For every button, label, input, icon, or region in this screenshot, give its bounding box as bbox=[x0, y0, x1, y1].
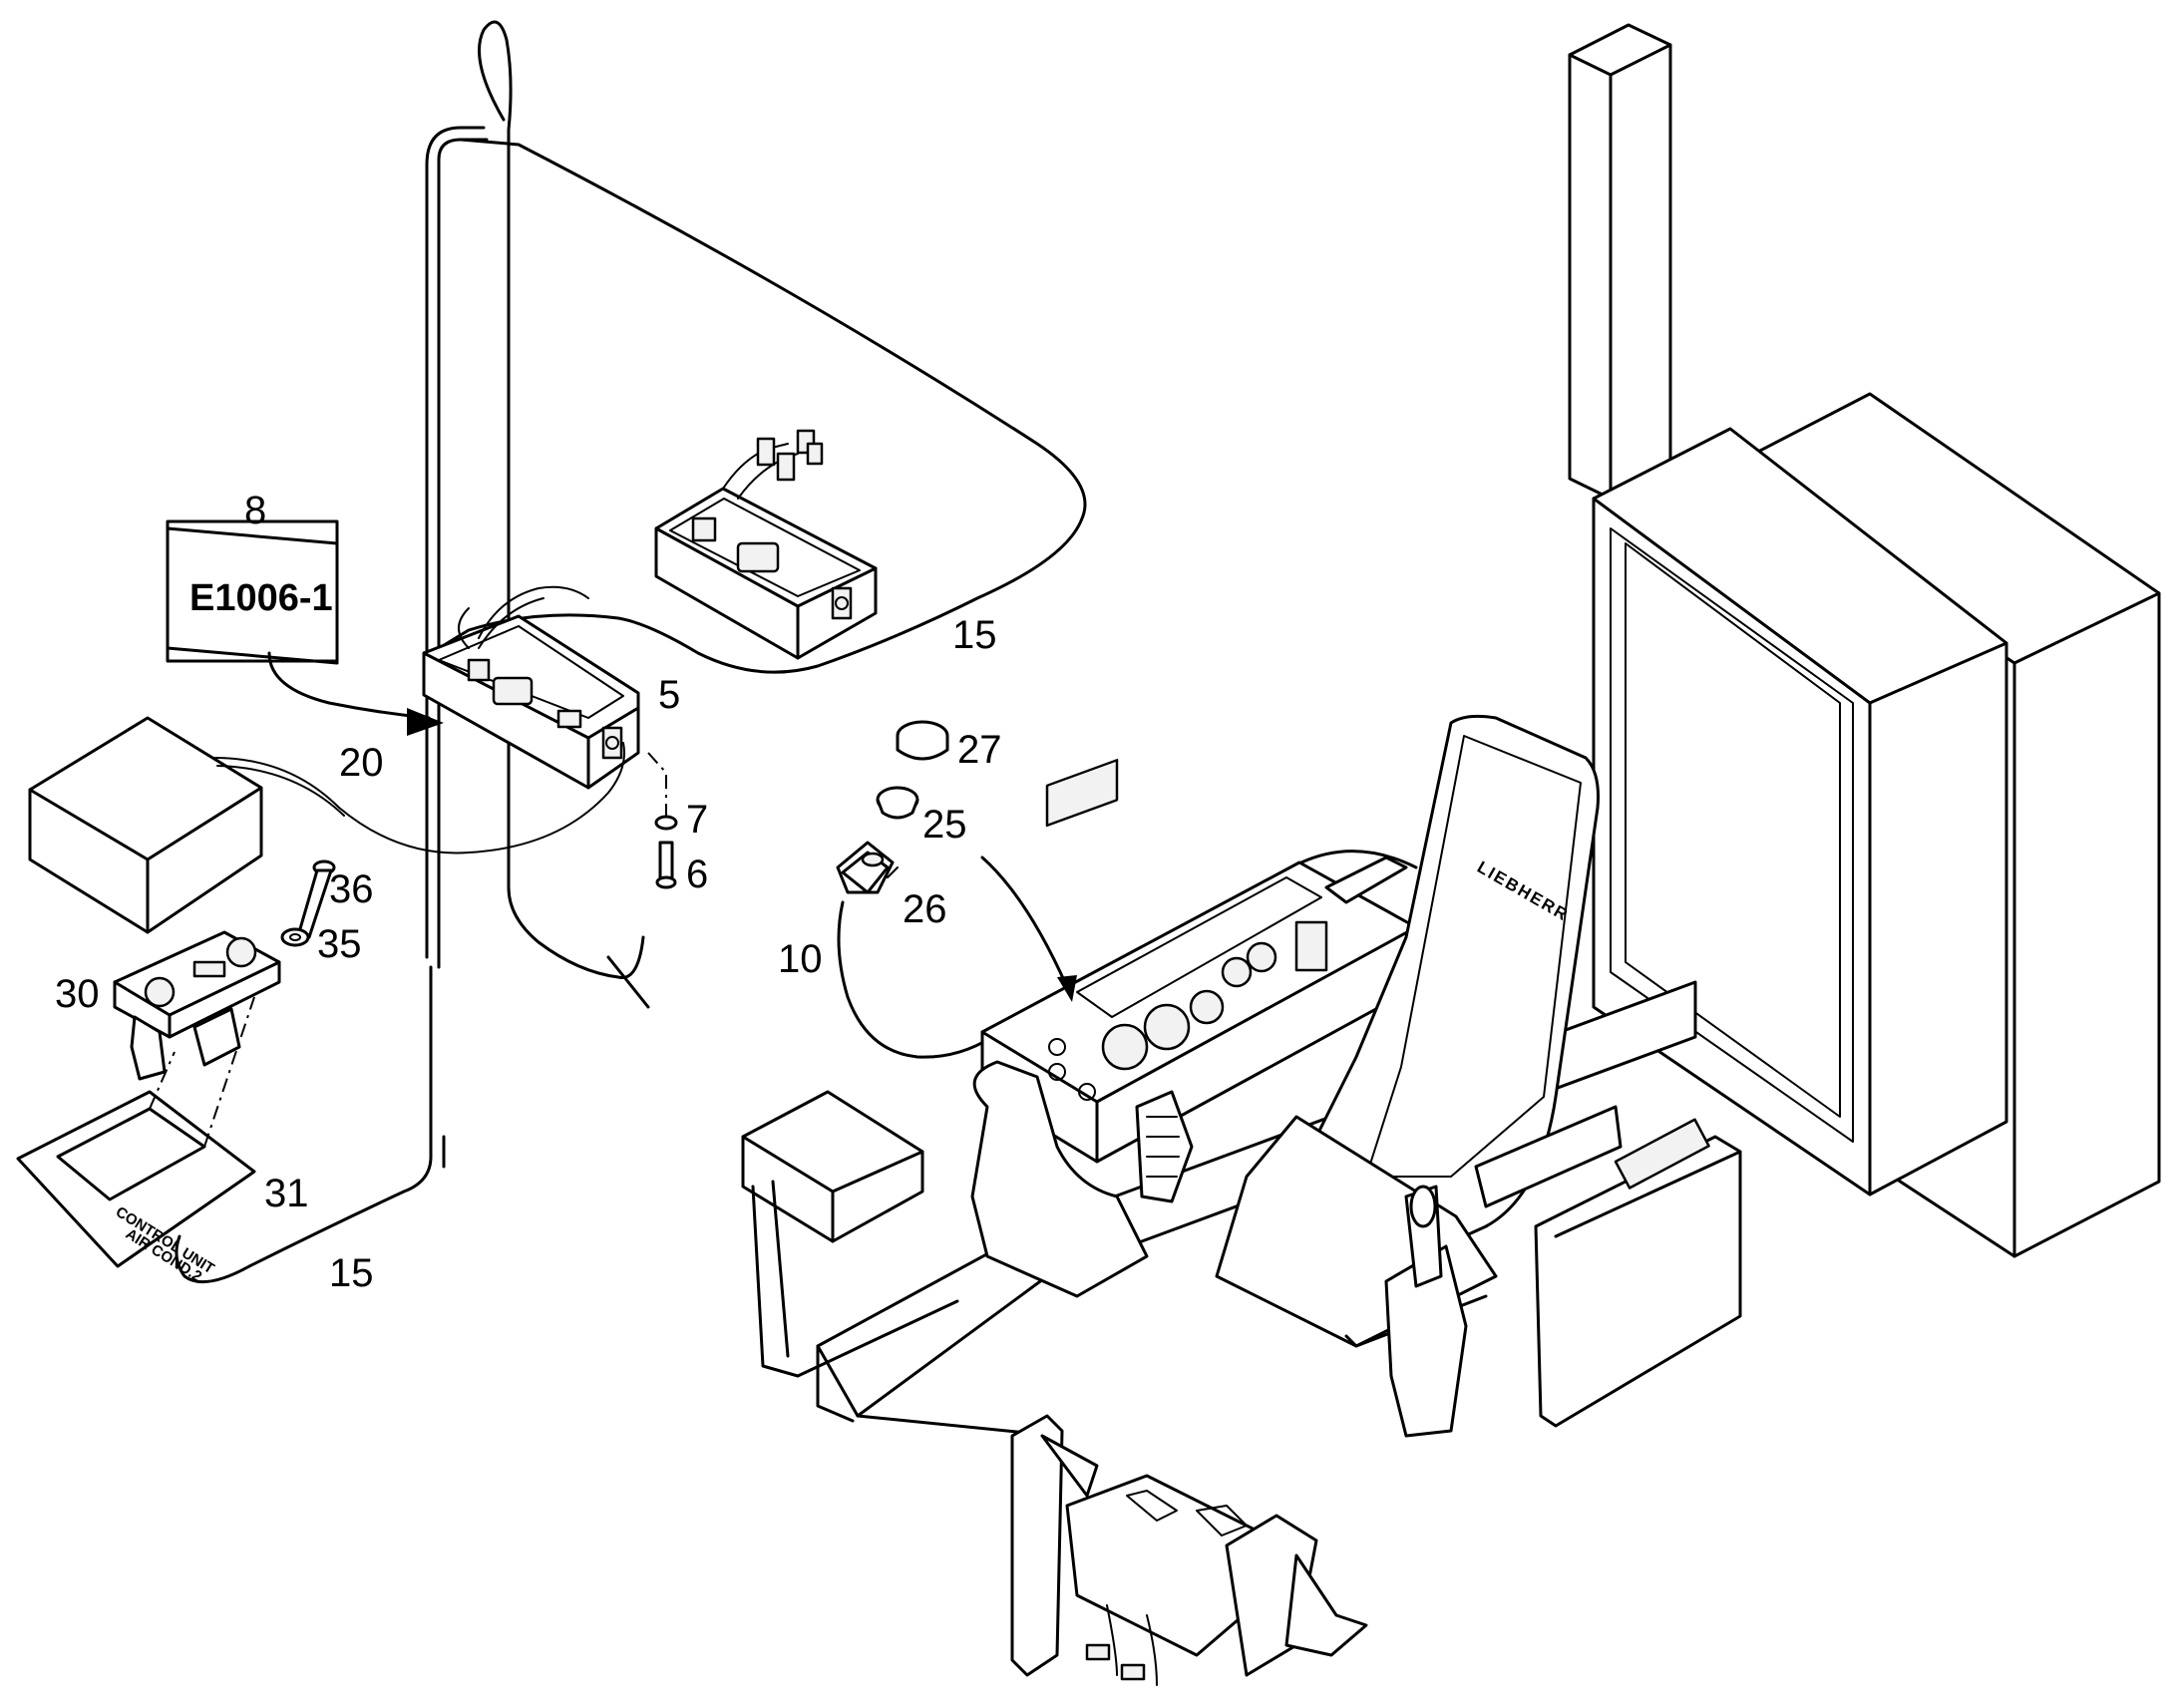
button-cap-27 bbox=[896, 720, 949, 761]
reference-label-text: E1006-1 bbox=[189, 577, 333, 619]
callout-20: 20 bbox=[339, 741, 384, 785]
callout-25: 25 bbox=[922, 803, 967, 847]
reference-label-8: E1006-1 bbox=[166, 519, 444, 736]
cable-harness-15-upper bbox=[422, 20, 1087, 1009]
rear-electrical-cabinet bbox=[1568, 23, 2161, 1258]
callout-35: 35 bbox=[317, 922, 362, 966]
washer-35 bbox=[280, 927, 310, 947]
control-box-rear bbox=[654, 429, 878, 660]
pedal-assembly bbox=[1010, 1414, 1368, 1686]
cable-10 bbox=[837, 900, 994, 1059]
fastener-set-6-7 bbox=[647, 752, 678, 889]
callout-15-upper: 15 bbox=[952, 613, 997, 657]
callout-7: 7 bbox=[686, 798, 708, 842]
part-box-20 bbox=[28, 716, 625, 934]
callout-6: 6 bbox=[686, 853, 708, 896]
left-control-pod bbox=[970, 759, 1194, 1298]
callout-10: 10 bbox=[778, 937, 823, 981]
switch-26 bbox=[836, 841, 899, 894]
left-side-frame bbox=[741, 1090, 959, 1378]
callout-5: 5 bbox=[658, 673, 680, 717]
control-box-5 bbox=[422, 585, 640, 790]
callout-15-lower: 15 bbox=[329, 1251, 374, 1295]
leader-25-arrow bbox=[1057, 975, 1077, 1002]
button-25 bbox=[876, 786, 919, 820]
callout-31: 31 bbox=[264, 1172, 309, 1215]
callout-27: 27 bbox=[957, 728, 1002, 772]
leader-25 bbox=[980, 855, 1069, 989]
right-control-console bbox=[1384, 1118, 1742, 1438]
callout-36: 36 bbox=[329, 867, 374, 911]
air-cond-control-unit-30 bbox=[113, 930, 281, 1081]
callout-26: 26 bbox=[903, 887, 947, 931]
callout-8: 8 bbox=[244, 489, 266, 532]
callout-30: 30 bbox=[55, 972, 100, 1016]
